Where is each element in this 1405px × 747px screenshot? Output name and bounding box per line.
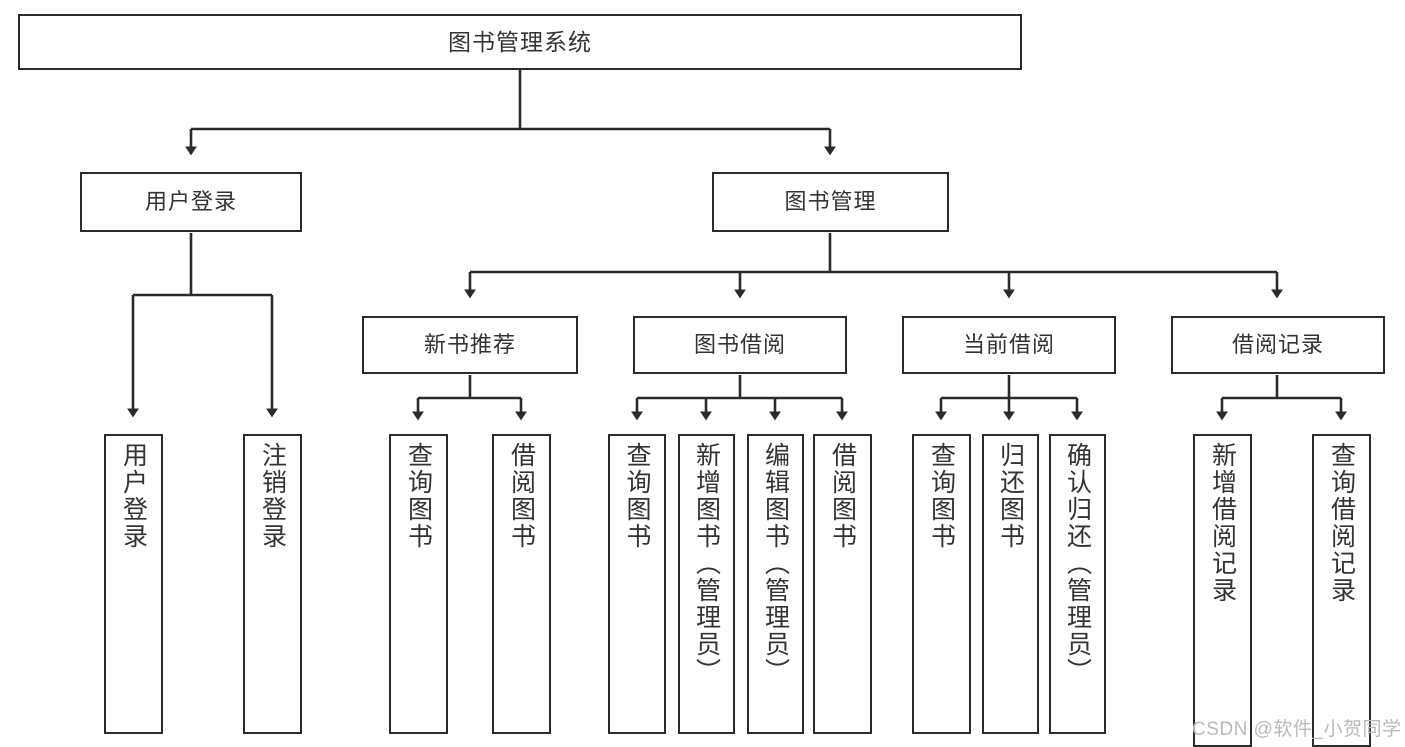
- leaf-current-return-book[interactable]: 归还图书: [982, 434, 1039, 734]
- node-book-borrow[interactable]: 图书借阅: [633, 316, 847, 374]
- node-label: 注销登录: [258, 442, 287, 550]
- leaf-add-borrow-record[interactable]: 新增借阅记录: [1193, 434, 1252, 747]
- leaf-new-book-borrow[interactable]: 借阅图书: [492, 434, 551, 734]
- csdn-watermark: CSDN @软件_小贺同学: [1192, 719, 1402, 740]
- leaf-new-book-query[interactable]: 查询图书: [389, 434, 448, 734]
- node-label: 查询借阅记录: [1327, 442, 1356, 604]
- leaf-borrow-query-book[interactable]: 查询图书: [608, 434, 666, 734]
- leaf-query-borrow-record[interactable]: 查询借阅记录: [1312, 434, 1371, 747]
- node-label: 归还图书: [996, 442, 1025, 550]
- node-label: 编辑图书（管理员）: [761, 442, 790, 685]
- node-label: 确认归还（管理员）: [1063, 442, 1092, 685]
- node-label: 图书管理: [784, 189, 877, 215]
- node-label: 用户登录: [119, 442, 148, 550]
- leaf-current-confirm-return-admin[interactable]: 确认归还（管理员）: [1049, 434, 1106, 734]
- node-label: 查询图书: [404, 442, 433, 550]
- leaf-user-login[interactable]: 用户登录: [104, 434, 163, 734]
- node-label: 用户登录: [144, 189, 237, 215]
- node-label: 新书推荐: [423, 332, 516, 358]
- node-root-system[interactable]: 图书管理系统: [18, 14, 1022, 70]
- node-label: 图书管理系统: [448, 28, 592, 55]
- node-borrow-records[interactable]: 借阅记录: [1171, 316, 1385, 374]
- node-label: 借阅图书: [507, 442, 536, 550]
- leaf-borrow-book[interactable]: 借阅图书: [813, 434, 872, 734]
- node-label: 图书借阅: [693, 332, 786, 358]
- leaf-borrow-add-book-admin[interactable]: 新增图书（管理员）: [678, 434, 735, 734]
- node-label: 新增借阅记录: [1208, 442, 1237, 604]
- node-book-management[interactable]: 图书管理: [712, 172, 949, 232]
- leaf-current-query-book[interactable]: 查询图书: [912, 434, 971, 734]
- node-label: 新增图书（管理员）: [692, 442, 721, 685]
- node-label: 当前借阅: [962, 332, 1055, 358]
- node-label: 借阅记录: [1231, 332, 1324, 358]
- node-label: 查询图书: [623, 442, 651, 550]
- node-current-borrow[interactable]: 当前借阅: [902, 316, 1116, 374]
- leaf-logout[interactable]: 注销登录: [243, 434, 302, 734]
- node-new-book-recommend[interactable]: 新书推荐: [362, 316, 578, 374]
- node-user-login[interactable]: 用户登录: [80, 172, 302, 232]
- node-label: 借阅图书: [828, 442, 857, 550]
- node-label: 查询图书: [927, 442, 956, 550]
- leaf-borrow-edit-book-admin[interactable]: 编辑图书（管理员）: [747, 434, 804, 734]
